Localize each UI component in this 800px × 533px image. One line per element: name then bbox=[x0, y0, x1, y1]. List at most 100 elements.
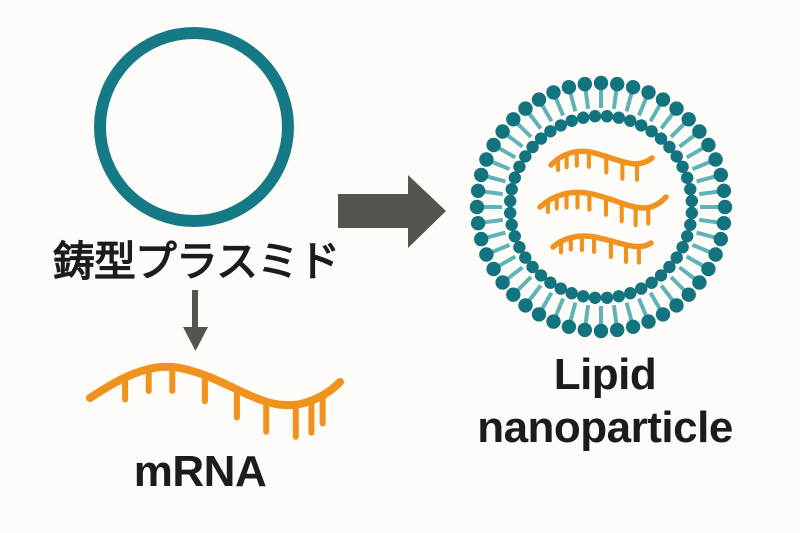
lipid-inner-heads bbox=[504, 110, 698, 304]
lipid-head-inner bbox=[685, 194, 698, 208]
lipid-head-outer bbox=[469, 199, 485, 215]
lipid-head-inner bbox=[624, 287, 637, 300]
lipid-head-inner bbox=[577, 111, 590, 124]
lipid-head-inner bbox=[663, 140, 676, 154]
lipid-head-outer bbox=[495, 275, 510, 290]
lipid-head-inner bbox=[588, 110, 602, 123]
lipid-head-outer bbox=[655, 307, 671, 322]
lipid-head-outer bbox=[708, 152, 723, 167]
mrna-backbone bbox=[86, 362, 344, 410]
lipid-head-outer bbox=[641, 85, 656, 100]
lipid-head-outer bbox=[470, 183, 486, 198]
lipid-outer-heads bbox=[469, 75, 733, 339]
lipid-head-outer bbox=[561, 319, 577, 334]
lipid-head-outer bbox=[474, 167, 489, 183]
arrow-down-head bbox=[183, 327, 208, 351]
lipid-head-inner bbox=[505, 218, 518, 231]
lipid-head-inner bbox=[544, 125, 557, 138]
mrna-strand-icon bbox=[86, 362, 344, 440]
lipid-head-outer bbox=[655, 92, 671, 107]
lipid-head-outer bbox=[495, 124, 510, 139]
lipid-head-outer bbox=[713, 231, 728, 247]
lipid-head-outer bbox=[716, 216, 732, 231]
lipid-head-inner bbox=[526, 260, 539, 274]
lipid-head-outer bbox=[546, 314, 561, 329]
lipid-head-outer bbox=[641, 314, 656, 329]
lipid-head-outer bbox=[713, 167, 728, 183]
plasmid-ring bbox=[94, 27, 294, 227]
lipid-head-inner bbox=[663, 260, 676, 274]
lipid-head-inner bbox=[554, 282, 567, 295]
lipid-head-outer bbox=[669, 298, 684, 313]
lipid-head-inner bbox=[600, 110, 614, 123]
lipid-head-inner bbox=[565, 287, 578, 300]
lipid-head-inner bbox=[624, 114, 637, 128]
lipid-head-inner bbox=[534, 132, 548, 145]
lipid-head-inner bbox=[670, 251, 683, 264]
lipid-head-inner bbox=[635, 282, 648, 295]
lipid-head-inner bbox=[645, 276, 658, 289]
lipid-head-outer bbox=[681, 287, 696, 302]
arrow-right-shape bbox=[338, 175, 446, 248]
lipid-head-outer bbox=[593, 323, 609, 339]
lipid-head-outer bbox=[474, 231, 489, 247]
lipid-head-inner bbox=[519, 150, 532, 163]
lipid-head-outer bbox=[518, 101, 533, 116]
lipid-head-outer bbox=[593, 75, 609, 91]
plasmid-label: 鋳型プラスミド bbox=[52, 237, 340, 286]
lipid-head-inner bbox=[681, 230, 694, 243]
lipid-head-outer bbox=[625, 319, 641, 334]
lipid-head-outer bbox=[577, 322, 592, 338]
lipid-head-inner bbox=[600, 291, 614, 304]
lipid-head-inner bbox=[612, 290, 625, 303]
lipid-head-outer bbox=[486, 137, 501, 153]
lipid-head-inner bbox=[612, 111, 625, 124]
lipid-head-inner bbox=[654, 269, 668, 282]
mrna-backbone bbox=[537, 189, 669, 211]
lipid-head-outer bbox=[692, 275, 707, 290]
lipid-head-outer bbox=[506, 112, 521, 127]
lipid-head-outer bbox=[625, 80, 641, 95]
lipid-head-outer bbox=[479, 152, 494, 167]
lipid-head-inner bbox=[676, 160, 689, 173]
lipid-head-outer bbox=[692, 124, 707, 139]
lipid-head-outer bbox=[518, 298, 533, 313]
lipid-head-outer bbox=[506, 287, 521, 302]
lipid-head-inner bbox=[588, 291, 602, 304]
lipid-head-inner bbox=[513, 241, 526, 254]
mrna-backbone bbox=[550, 233, 654, 250]
lipid-head-outer bbox=[610, 322, 625, 338]
lipid-head-inner bbox=[684, 183, 697, 196]
lipid-head-inner bbox=[684, 218, 697, 231]
arrow-down-shaft bbox=[192, 290, 198, 328]
lipid-head-inner bbox=[508, 171, 521, 184]
lipid-head-outer bbox=[708, 247, 723, 262]
lnp-label-line1: Lipid bbox=[553, 350, 657, 399]
lipid-head-inner bbox=[534, 269, 548, 282]
encapsulated-mrna bbox=[537, 148, 669, 265]
lipid-head-inner bbox=[635, 119, 648, 132]
lipid-head-inner bbox=[526, 140, 539, 154]
lipid-head-inner bbox=[505, 183, 518, 196]
plasmid-icon bbox=[94, 27, 294, 227]
lipid-head-outer bbox=[531, 92, 547, 107]
lipid-head-inner bbox=[554, 119, 567, 132]
lipid-head-inner bbox=[504, 206, 517, 220]
lipid-head-inner bbox=[577, 290, 590, 303]
lipid-head-inner bbox=[504, 194, 517, 208]
lipid-head-inner bbox=[670, 150, 683, 163]
arrow-right-icon bbox=[338, 175, 446, 248]
lipid-head-outer bbox=[716, 183, 732, 198]
lipid-head-inner bbox=[645, 125, 658, 138]
lipid-head-outer bbox=[610, 76, 625, 92]
lipid-head-outer bbox=[546, 85, 561, 100]
mrna-label: mRNA bbox=[133, 447, 267, 496]
lipid-head-inner bbox=[654, 132, 668, 145]
lipid-head-inner bbox=[519, 251, 532, 264]
lipid-head-outer bbox=[681, 112, 696, 127]
lipid-head-outer bbox=[717, 199, 733, 215]
lipid-head-outer bbox=[486, 261, 501, 277]
lipid-head-inner bbox=[508, 230, 521, 243]
lipid-head-inner bbox=[676, 241, 689, 254]
